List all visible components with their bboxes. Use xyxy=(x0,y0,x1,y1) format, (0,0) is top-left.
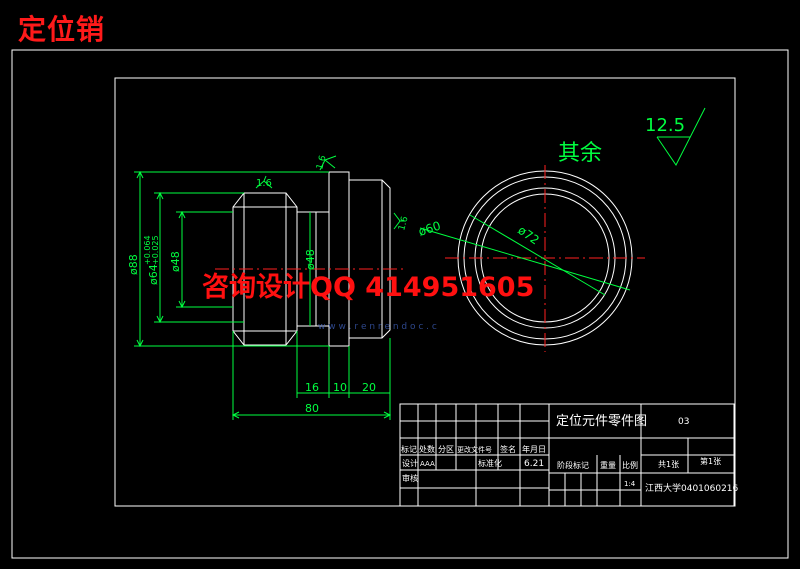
dim-d88: ø88 xyxy=(127,254,140,275)
stage-mark: 阶段标记 xyxy=(557,460,589,470)
dim-d64-tol-lower: +0.025 xyxy=(151,235,160,265)
roughness-rest-value: 12.5 xyxy=(645,115,685,136)
total-sheets: 共1张 xyxy=(658,460,679,469)
scale-value: 1:4 xyxy=(624,480,636,488)
school-no: 江西大学0401060216 xyxy=(645,482,739,494)
contact-overlay: 咨询设计QQ 414951605 xyxy=(202,272,535,303)
scale: 比例 xyxy=(622,460,638,470)
drawing-no: 03 xyxy=(678,417,689,427)
dim-d60: ø60 xyxy=(417,219,443,239)
part-title: 定位元件零件图 xyxy=(556,414,647,429)
h-sign: 签名 xyxy=(500,444,516,454)
dim-d48-mid: ø48 xyxy=(304,249,317,270)
h-mark: 标记 xyxy=(401,444,417,454)
page-title: 定位销 xyxy=(18,13,106,46)
dim-d64: ø64 xyxy=(147,264,160,285)
title-block xyxy=(399,403,735,507)
dim-16: 16 xyxy=(305,381,319,394)
dim-10: 10 xyxy=(333,381,347,394)
note-rest: 其余 xyxy=(558,141,602,166)
roughness-c: 1.6 xyxy=(397,215,410,232)
design-date: 6.21 xyxy=(524,459,544,469)
design-label: 设计 xyxy=(402,458,418,468)
roughness-symbol xyxy=(656,107,706,166)
dim-20: 20 xyxy=(362,381,376,394)
h-count: 处数 xyxy=(419,444,435,454)
review-label: 审核 xyxy=(402,473,418,483)
dimension-lines xyxy=(134,155,405,420)
watermark: w w w . r e n r e n d o c . c xyxy=(318,322,437,332)
std-label: 标准化 xyxy=(478,458,502,468)
outer-frame xyxy=(11,49,789,559)
roughness-b: 1.6 xyxy=(315,154,328,171)
dim-d48-left: ø48 xyxy=(169,251,182,272)
design-name: AAA xyxy=(420,460,435,468)
title-block-text: 定位元件零件图 03 共1张 第1张 标记 处数 分区 更改文件号 签名 年月日… xyxy=(401,414,739,494)
weight: 重量 xyxy=(600,460,616,470)
dim-80: 80 xyxy=(305,402,319,415)
roughness-a: 1.6 xyxy=(256,178,272,189)
h-change-doc: 更改文件号 xyxy=(457,445,492,454)
sheet-no: 第1张 xyxy=(700,456,721,466)
h-date: 年月日 xyxy=(522,444,546,454)
front-dims xyxy=(419,214,631,296)
h-zone: 分区 xyxy=(438,445,454,454)
dim-d64-tol-upper: +0.064 xyxy=(143,235,152,265)
drawing-text: 其余 12.5 1.6 1.6 1.6 ø88 ø64 +0.064 +0.02… xyxy=(127,115,685,415)
